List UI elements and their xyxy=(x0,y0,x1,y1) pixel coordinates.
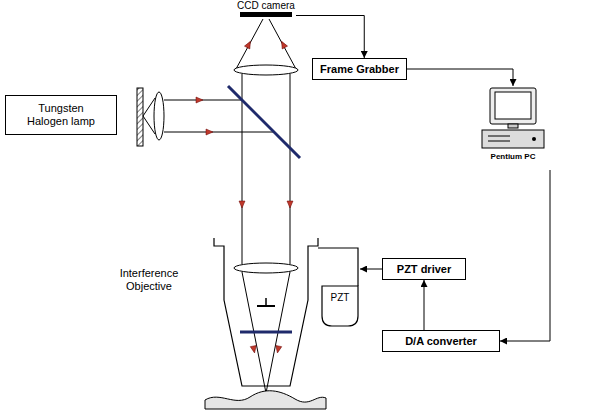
node-label: Tungsten Halogen lamp xyxy=(21,102,101,128)
collimator-lens xyxy=(154,92,164,140)
diffuser-plate xyxy=(137,88,143,146)
splitter-plate xyxy=(240,331,292,334)
ray-arrowhead xyxy=(287,201,293,208)
node-label: PZT driver xyxy=(397,263,451,276)
mirror-mount xyxy=(265,298,267,306)
light-ray xyxy=(290,74,291,264)
computer: Pentium PC xyxy=(468,86,558,170)
tube-lens xyxy=(234,65,298,75)
process-box: Frame Grabber xyxy=(312,58,407,80)
ray-arrowhead xyxy=(239,201,245,208)
signal-connector xyxy=(500,170,550,341)
light-ray xyxy=(242,74,243,264)
signal-connector xyxy=(360,269,382,270)
signal-connector xyxy=(296,16,364,59)
node-label: PZT xyxy=(322,292,358,303)
node-label: Frame Grabber xyxy=(320,63,399,76)
pc-icon xyxy=(468,86,558,152)
light-ray xyxy=(143,98,155,116)
node-label: Interference Objective xyxy=(110,267,188,293)
ray-arrowhead xyxy=(279,40,288,49)
light-source-box: Tungsten Halogen lamp xyxy=(5,95,117,135)
process-box: PZT driver xyxy=(382,258,466,280)
ray-arrowhead xyxy=(196,97,203,103)
beam-splitter xyxy=(228,86,300,158)
signal-connector xyxy=(424,280,425,330)
ray-arrowhead xyxy=(250,346,257,354)
light-ray xyxy=(269,19,296,69)
node-label: CCD camera xyxy=(236,0,296,11)
light-ray xyxy=(236,19,263,69)
pzt-outline xyxy=(318,246,360,330)
interference-objective: Interference Objective xyxy=(110,235,318,407)
ccd-sensor xyxy=(240,12,292,17)
ray-arrowhead xyxy=(206,129,213,135)
ray-arrowhead xyxy=(244,40,253,49)
light-ray xyxy=(164,132,274,133)
signal-connector xyxy=(407,69,513,86)
ray-arrowhead xyxy=(274,346,281,354)
camera: CCD camera xyxy=(236,0,296,18)
pzt-actuator: PZT xyxy=(318,246,360,330)
objective-lens xyxy=(234,263,298,273)
objective-housing xyxy=(214,238,318,386)
node-label: D/A converter xyxy=(405,335,477,348)
node-label: Pentium PC xyxy=(468,152,558,161)
sample-surface xyxy=(205,391,326,409)
process-box: D/A converter xyxy=(382,330,500,352)
light-ray xyxy=(143,116,155,134)
